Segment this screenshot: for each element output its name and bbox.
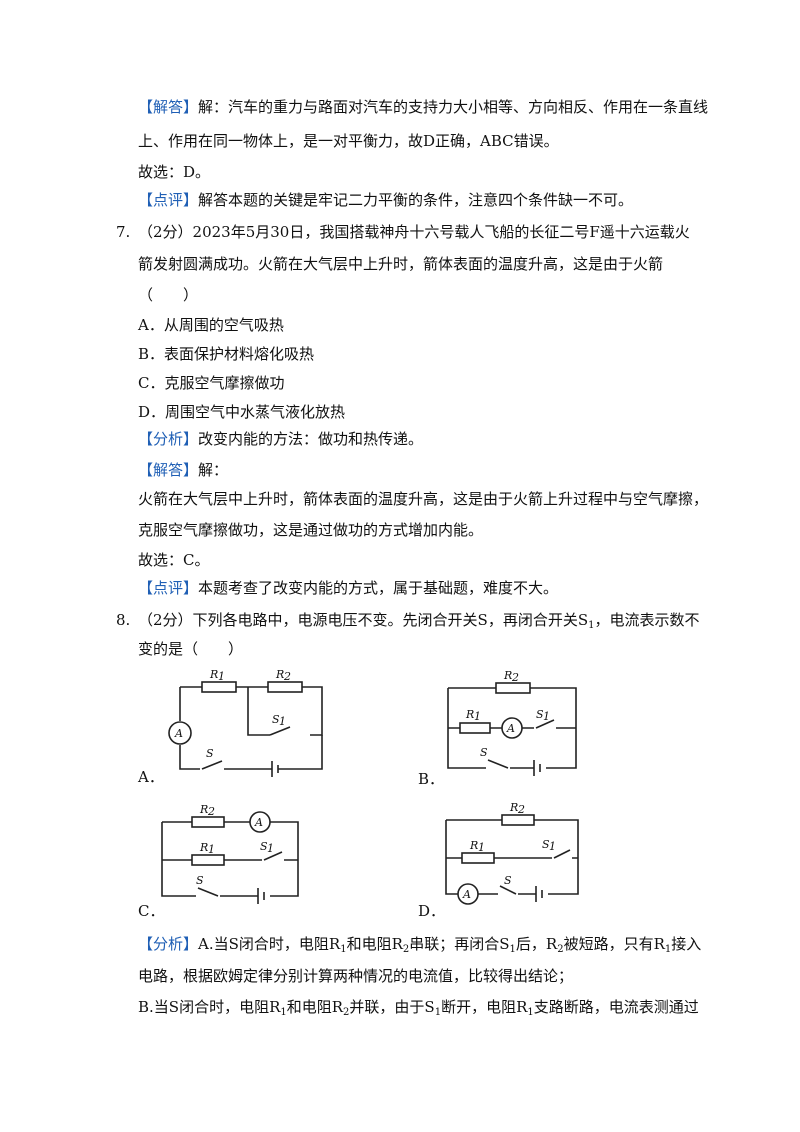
q7-review: 【点评】本题考查了改变内能的方式，属于基础题，难度不大。 bbox=[138, 579, 559, 597]
svg-text:S: S bbox=[260, 840, 268, 853]
svg-text:R: R bbox=[465, 708, 474, 721]
svg-text:R: R bbox=[199, 841, 208, 854]
q7-blank: （ ） bbox=[138, 286, 199, 304]
svg-text:1: 1 bbox=[549, 840, 556, 853]
svg-text:A: A bbox=[462, 888, 471, 901]
answer-tag: 【解答】 bbox=[138, 461, 199, 479]
review-tag: 【点评】 bbox=[138, 579, 199, 597]
svg-text:1: 1 bbox=[208, 843, 215, 856]
svg-text:R: R bbox=[469, 839, 478, 852]
svg-text:2: 2 bbox=[283, 670, 291, 683]
svg-text:2: 2 bbox=[517, 803, 525, 816]
option-c-label: C． bbox=[138, 902, 165, 920]
q7-stem-line1: （2分）2023年5月30日，我国搭载神舟十六号载人飞船的长征二号F遥十六运载火 bbox=[138, 223, 690, 241]
svg-text:R: R bbox=[209, 668, 218, 681]
svg-text:R: R bbox=[199, 803, 208, 816]
q8-analysis-line2: 电路，根据欧姆定律分别计算两种情况的电流值，比较得出结论； bbox=[138, 967, 574, 985]
q6-answer-line1: 【解答】解：汽车的重力与路面对汽车的支持力大小相等、方向相反、作用在一条直线 bbox=[138, 98, 709, 116]
svg-text:S: S bbox=[206, 747, 214, 760]
answer-tag: 【解答】 bbox=[138, 98, 199, 116]
q6-choice: 故选：D。 bbox=[138, 163, 211, 181]
q8-stem-line1: （2分）下列各电路中，电源电压不变。先闭合开关S，再闭合开关S1，电流表示数不 bbox=[138, 611, 700, 631]
svg-text:A: A bbox=[254, 816, 263, 829]
svg-text:S: S bbox=[504, 874, 512, 887]
svg-text:1: 1 bbox=[279, 715, 286, 728]
svg-text:1: 1 bbox=[267, 842, 274, 855]
svg-text:1: 1 bbox=[474, 710, 481, 723]
svg-text:S: S bbox=[196, 874, 204, 887]
q6-answer-line2: 上、作用在同一物体上，是一对平衡力，故D正确，ABC错误。 bbox=[138, 132, 559, 150]
svg-text:2: 2 bbox=[511, 671, 519, 684]
svg-text:R: R bbox=[275, 668, 284, 681]
q7-answer-line2: 克服空气摩擦做功，这是通过做功的方式增加内能。 bbox=[138, 521, 484, 539]
q8-analysis-line1: 【分析】A.当S闭合时，电阻R1和电阻R2串联；再闭合S1后，R2被短路，只有R… bbox=[138, 935, 702, 955]
q8-number: 8. bbox=[116, 611, 131, 629]
q6-review: 【点评】解答本题的关键是牢记二力平衡的条件，注意四个条件缺一不可。 bbox=[138, 191, 634, 209]
review-tag: 【点评】 bbox=[138, 191, 199, 209]
analysis-tag: 【分析】 bbox=[138, 430, 199, 448]
q7-answer-line1: 火箭在大气层中上升时，箭体表面的温度升高，这是由于火箭上升过程中与空气摩擦， bbox=[138, 490, 709, 508]
svg-text:S: S bbox=[542, 838, 550, 851]
q7-analysis: 【分析】改变内能的方法：做功和热传递。 bbox=[138, 430, 424, 448]
q7-number: 7. bbox=[116, 223, 131, 241]
ammeter-label: A bbox=[174, 727, 183, 740]
svg-text:R: R bbox=[509, 801, 518, 814]
option-d-label: D． bbox=[418, 902, 446, 920]
svg-text:1: 1 bbox=[218, 670, 225, 683]
option-a-label: A． bbox=[138, 768, 164, 786]
svg-text:1: 1 bbox=[543, 710, 550, 723]
q7-stem-line2: 箭发射圆满成功。火箭在大气层中上升时，箭体表面的温度升高，这是由于火箭 bbox=[138, 255, 664, 273]
analysis-tag: 【分析】 bbox=[138, 935, 199, 953]
q7-choice: 故选：C。 bbox=[138, 551, 210, 569]
q7-option-d: D．周围空气中水蒸气液化放热 bbox=[138, 403, 346, 421]
svg-text:S: S bbox=[272, 713, 280, 726]
svg-text:A: A bbox=[506, 722, 515, 735]
q8-stem-line2: 变的是（ ） bbox=[138, 640, 244, 658]
q7-answer-head: 【解答】解： bbox=[138, 461, 229, 479]
svg-text:1: 1 bbox=[478, 841, 485, 854]
svg-text:S: S bbox=[480, 746, 488, 759]
q7-option-a: A．从周围的空气吸热 bbox=[138, 316, 284, 334]
svg-text:S: S bbox=[536, 708, 544, 721]
q7-option-c: C．克服空气摩擦做功 bbox=[138, 374, 285, 392]
svg-text:2: 2 bbox=[207, 805, 215, 818]
q8-analysis-line3: B.当S闭合时，电阻R1和电阻R2并联，由于S1断开，电阻R1支路断路，电流表测… bbox=[138, 998, 699, 1018]
svg-text:R: R bbox=[503, 669, 512, 682]
q7-option-b: B．表面保护材料熔化吸热 bbox=[138, 345, 315, 363]
option-b-label: B． bbox=[418, 770, 445, 788]
